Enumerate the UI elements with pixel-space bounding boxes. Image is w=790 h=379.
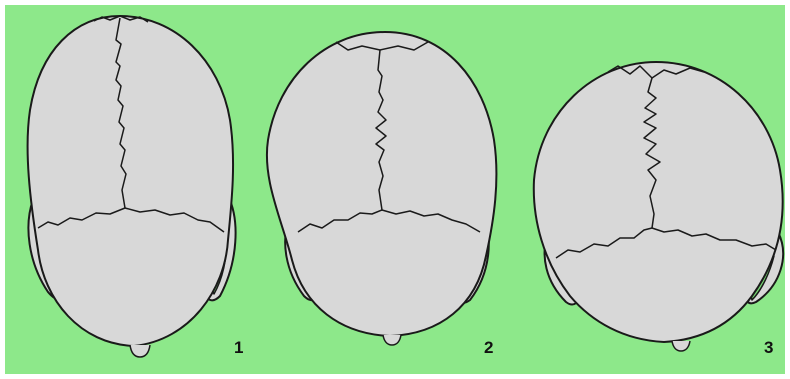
skull-1-cranium-outline (28, 16, 233, 346)
skull-1-label: 1 (234, 338, 243, 357)
skull-1 (28, 16, 236, 357)
skull-3-label: 3 (764, 338, 773, 357)
skull-2-label: 2 (484, 338, 493, 357)
